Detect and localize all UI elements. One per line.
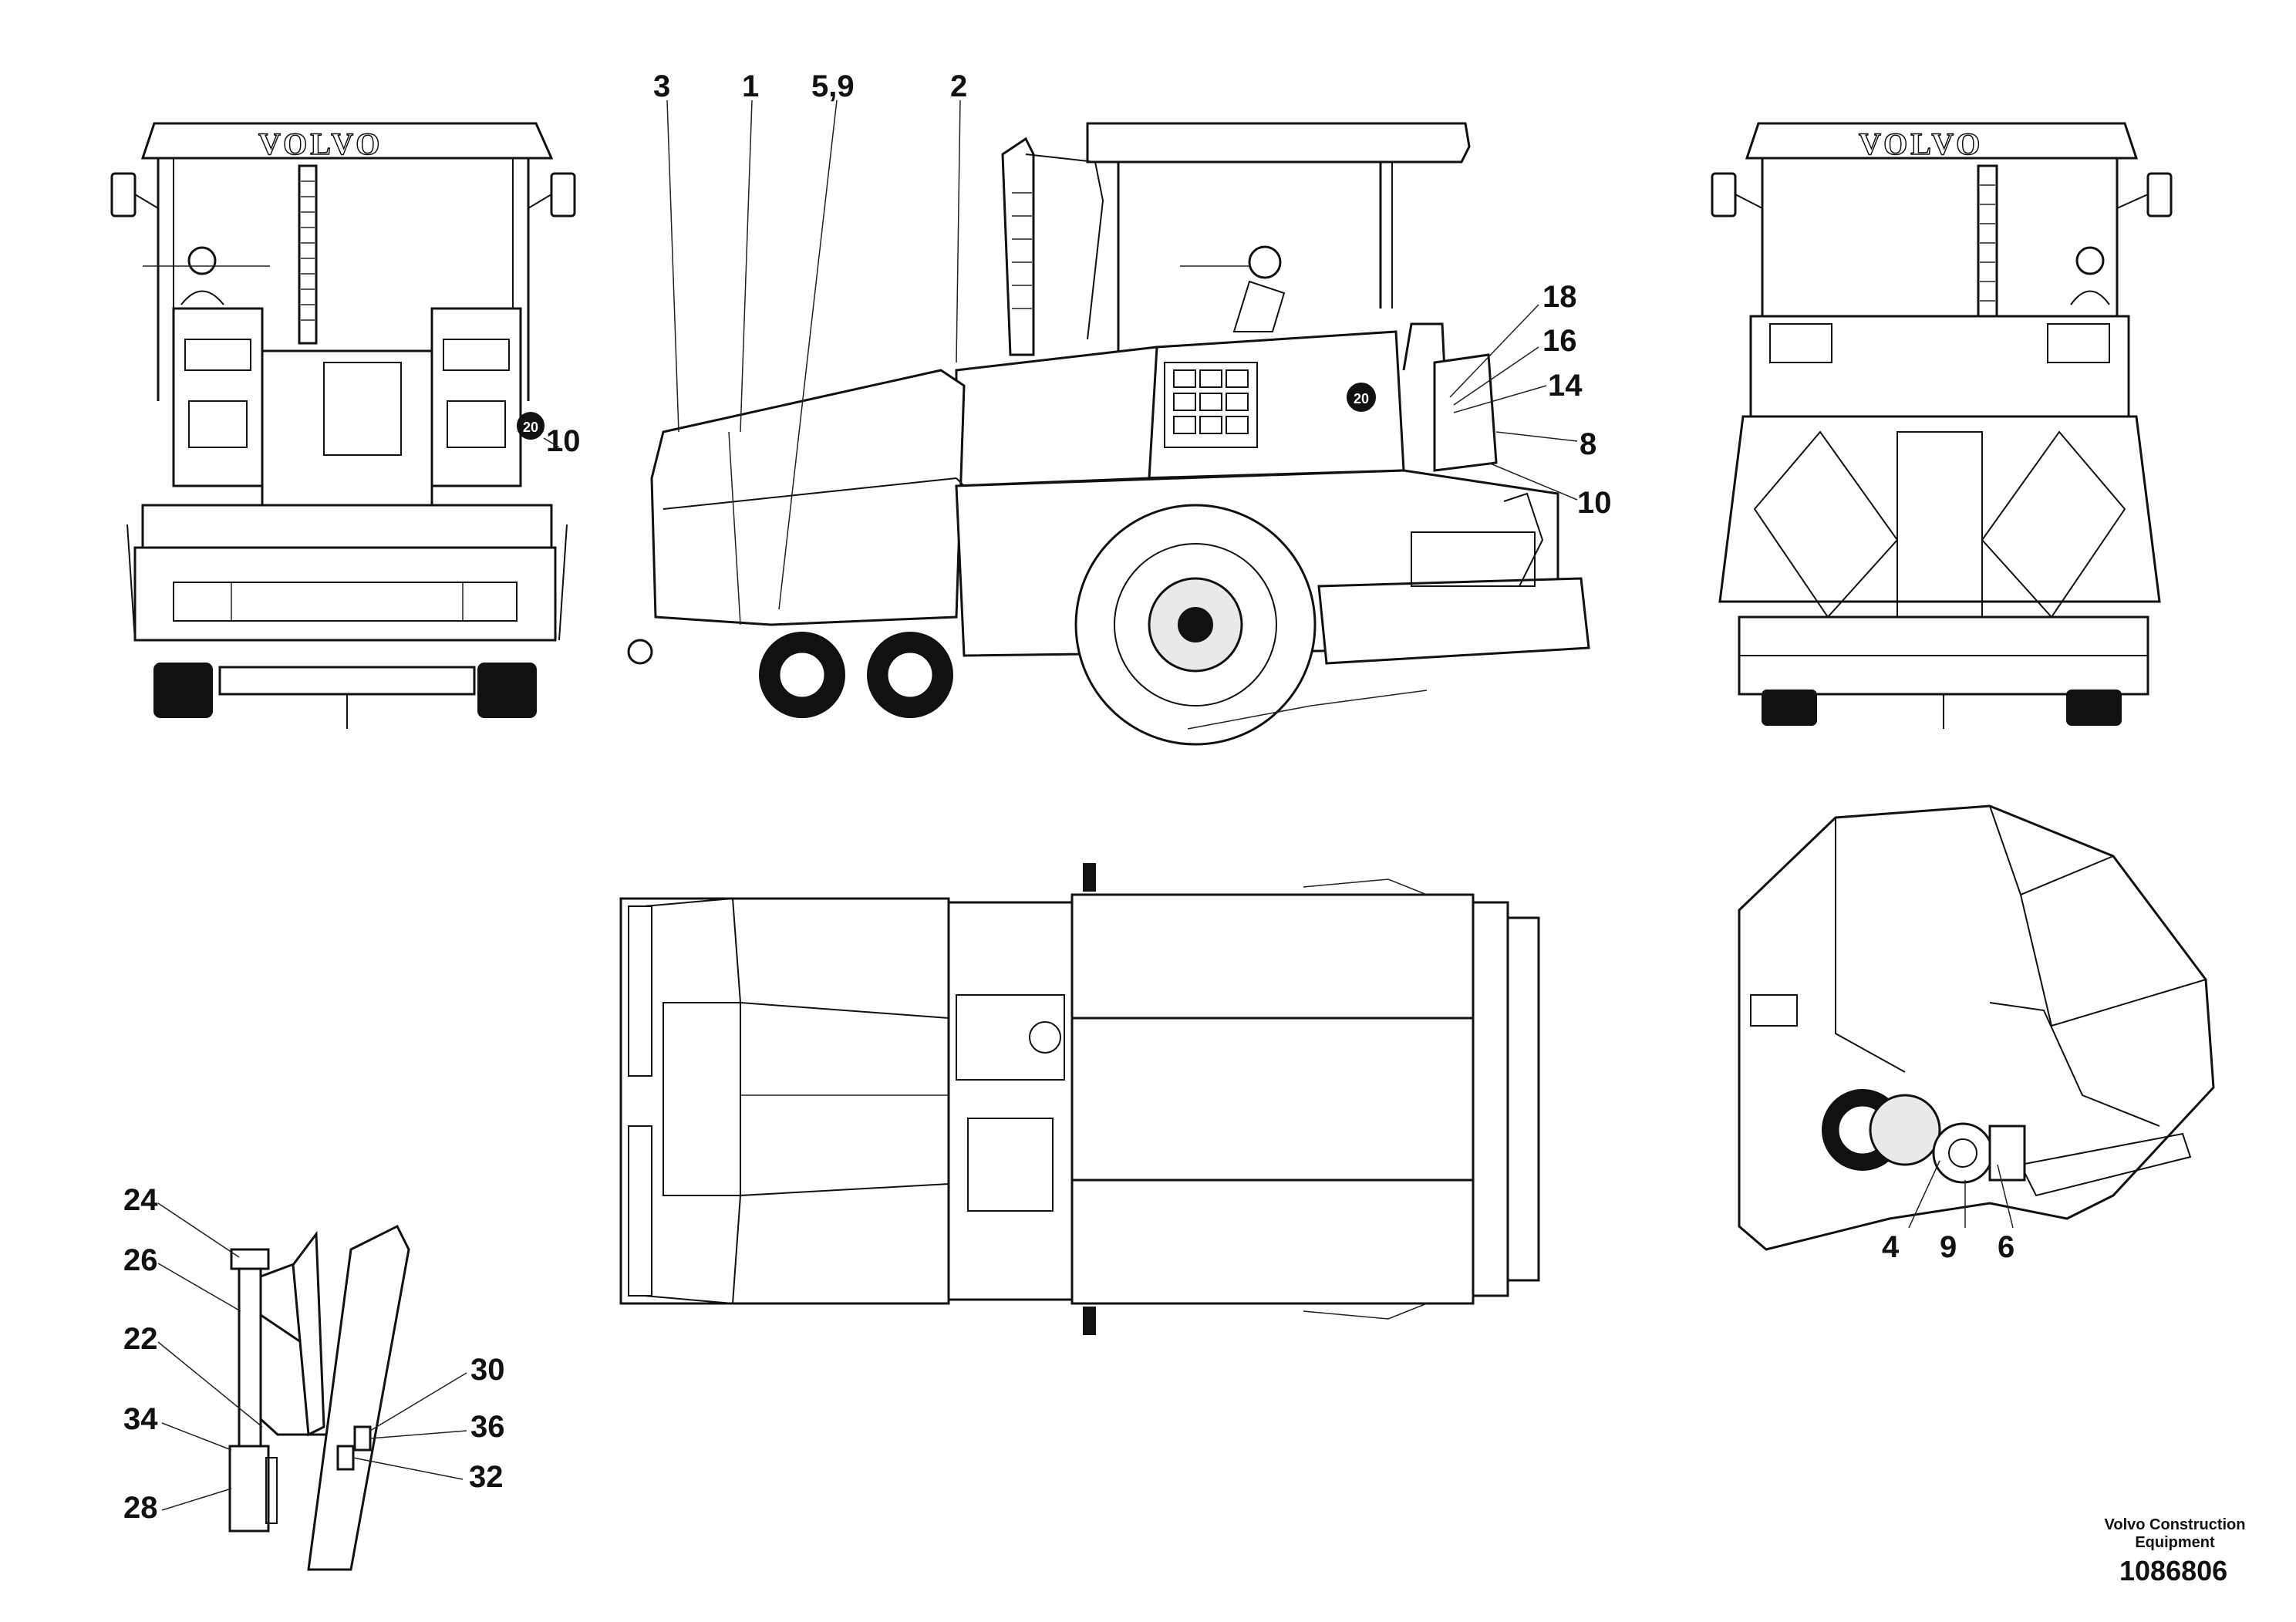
callout-side-2: 2 (950, 69, 968, 103)
callout-side-8: 8 (1580, 427, 1597, 461)
callout-side-18: 18 (1542, 280, 1577, 314)
rear-canopy-logo: VOLVO (1859, 126, 1983, 161)
callout-bracket-22: 22 (123, 1322, 158, 1356)
callout-bracket-26: 26 (123, 1243, 158, 1277)
brand-line-1: Volvo Construction (2104, 1516, 2246, 1533)
callout-bracket-36: 36 (470, 1410, 505, 1444)
drawing-number: 1086806 (2119, 1555, 2228, 1587)
callout-detail-6: 6 (1998, 1230, 2015, 1264)
callout-detail-4: 4 (1882, 1230, 1900, 1264)
side-view: 20 (627, 99, 1590, 746)
callout-front-10: 10 (546, 424, 581, 458)
callout-bracket-30: 30 (470, 1353, 505, 1387)
front-decal-mark: 20 (523, 420, 538, 435)
callout-side-1: 1 (742, 69, 760, 103)
canopy-logo: VOLVO (258, 126, 383, 161)
callout-bracket-28: 28 (123, 1491, 158, 1525)
top-view (619, 863, 1540, 1335)
callout-side-3: 3 (653, 69, 671, 103)
bracket-detail (157, 437, 560, 1571)
brand-label: Volvo Construction Equipment (2086, 1516, 2264, 1552)
callout-side-14: 14 (1548, 369, 1583, 403)
brand-line-2: Equipment (2135, 1534, 2215, 1551)
callout-detail-9: 9 (1940, 1230, 1957, 1264)
front-view: VOLVO 20 (110, 122, 576, 729)
callout-bracket-24: 24 (123, 1183, 158, 1217)
callout-side-5-9: 5,9 (811, 69, 855, 103)
side-decal-mark: 20 (1354, 391, 1369, 406)
callout-side-10: 10 (1577, 486, 1612, 520)
rear-view: VOLVO (1711, 122, 2173, 729)
callout-bracket-32: 32 (469, 1460, 504, 1494)
callout-side-16: 16 (1542, 324, 1577, 358)
callout-bracket-34: 34 (123, 1402, 158, 1436)
rear-detail-view (1738, 804, 2215, 1251)
